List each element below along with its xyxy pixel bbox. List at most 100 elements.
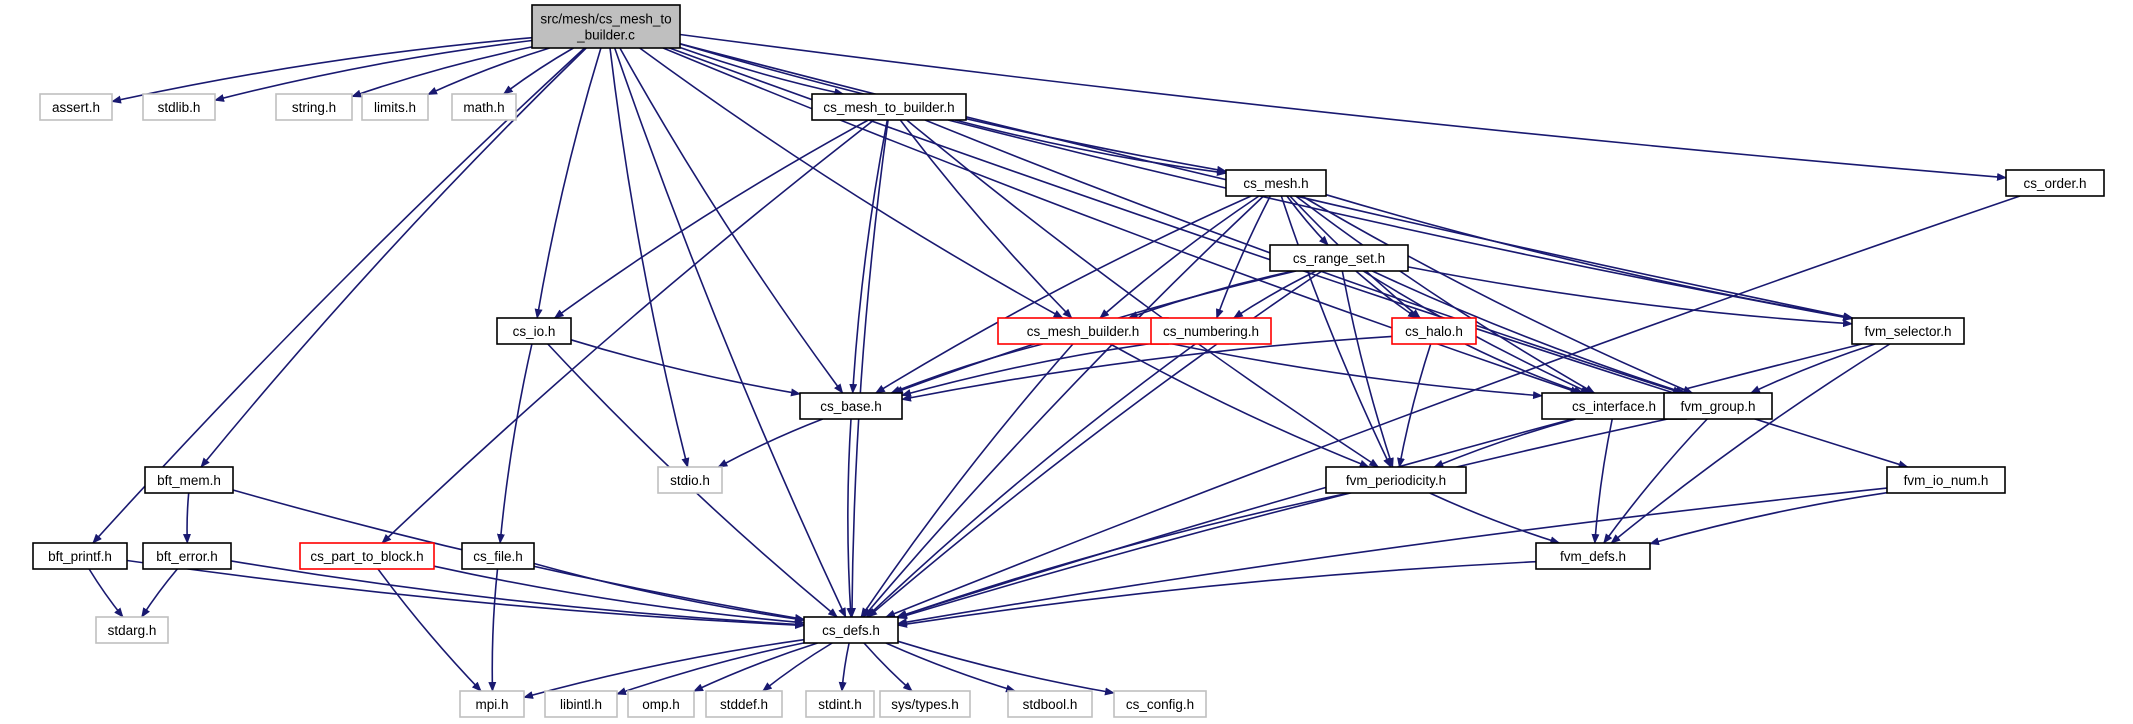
node-stddef-label: stddef.h: [720, 697, 768, 712]
edge-root-to-base: [619, 47, 844, 394]
node-group-box: [1663, 392, 1773, 420]
node-assert: assert.h: [39, 93, 113, 121]
edge-mesh-to-periodicity: [1280, 195, 1392, 468]
edge-group-to-fvmdefs: [1603, 418, 1708, 544]
node-fvmdefs[interactable]: fvm_defs.h: [1535, 542, 1651, 570]
node-bftmem-box: [144, 466, 234, 494]
node-rangeset[interactable]: cs_range_set.h: [1269, 244, 1409, 272]
edge-mtb-to-csdefs: [847, 119, 889, 618]
node-mpi-box: [459, 690, 525, 718]
edge-root-to-mtb: [679, 46, 845, 97]
edges-layer: [88, 33, 2021, 699]
edge-root-to-math: [502, 47, 574, 95]
edge-mtb-to-ptb: [381, 119, 875, 544]
node-root-label-1: src/mesh/cs_mesh_to: [540, 12, 671, 27]
edge-mesh-to-meshbuilder: [1099, 195, 1260, 319]
node-bftprintf[interactable]: bft_printf.h: [32, 542, 128, 570]
node-omp-box: [627, 690, 695, 718]
node-base[interactable]: cs_base.h: [799, 392, 903, 420]
node-io[interactable]: cs_io.h: [496, 317, 572, 345]
node-bftmem-label: bft_mem.h: [157, 473, 221, 488]
edge-fvmdefs-to-csdefs: [897, 560, 1537, 628]
node-io-label: cs_io.h: [513, 324, 556, 339]
node-ptb[interactable]: cs_part_to_block.h: [299, 542, 435, 570]
edge-ptb-to-mpi: [377, 568, 482, 692]
edge-csdefs-to-stdbool: [885, 642, 1016, 693]
node-mesh-box: [1225, 169, 1327, 197]
edge-periodicity-to-fvmdefs: [1429, 492, 1561, 545]
edge-root-to-string: [351, 46, 533, 98]
node-numbering-label: cs_numbering.h: [1163, 324, 1259, 339]
edge-numbering-to-csdefs: [865, 343, 1196, 618]
node-omp: omp.h: [627, 690, 695, 718]
edge-interface-to-periodicity: [1433, 418, 1576, 468]
edge-root-to-order: [679, 33, 2007, 181]
node-selector[interactable]: fvm_selector.h: [1851, 317, 1965, 345]
node-bfterror[interactable]: bft_error.h: [142, 542, 232, 570]
edge-file-to-csdefs: [533, 562, 805, 623]
node-string-label: string.h: [292, 100, 336, 115]
node-stddef-box: [705, 690, 783, 718]
node-order[interactable]: cs_order.h: [2005, 169, 2105, 197]
node-csconfig-box: [1113, 690, 1207, 718]
node-omp-label: omp.h: [642, 697, 680, 712]
edge-mtb-to-io: [553, 119, 869, 319]
node-mtb[interactable]: cs_mesh_to_builder.h: [811, 93, 967, 121]
edge-group-to-csdefs: [897, 418, 1668, 620]
node-mtb-label: cs_mesh_to_builder.h: [823, 100, 954, 115]
edge-root-to-meshbuilder: [639, 47, 1064, 319]
node-halo[interactable]: cs_halo.h: [1391, 317, 1477, 345]
node-root[interactable]: src/mesh/cs_mesh_to_builder.c: [531, 4, 681, 49]
edge-periodicity-to-csdefs: [897, 492, 1349, 618]
edge-mtb-to-base: [849, 119, 889, 394]
edge-file-to-mpi: [488, 568, 499, 692]
edge-bfterror-to-csdefs: [230, 560, 805, 629]
edge-root-to-limits: [427, 47, 550, 96]
node-mesh[interactable]: cs_mesh.h: [1225, 169, 1327, 197]
node-csconfig: cs_config.h: [1113, 690, 1207, 718]
edge-io-to-base: [570, 339, 801, 397]
node-group[interactable]: fvm_group.h: [1663, 392, 1773, 420]
node-stdlib: stdlib.h: [142, 93, 216, 121]
node-ionum[interactable]: fvm_io_num.h: [1886, 466, 2006, 494]
node-stdint: stdint.h: [805, 690, 875, 718]
node-csdefs[interactable]: cs_defs.h: [803, 616, 899, 644]
edge-meshbuilder-to-base: [890, 343, 1043, 394]
node-file[interactable]: cs_file.h: [461, 542, 535, 570]
node-stdarg-box: [95, 616, 169, 644]
edge-meshbuilder-to-periodicity: [1109, 343, 1370, 468]
nodes-layer: src/mesh/cs_mesh_to_builder.c assert.h std…: [32, 4, 2105, 718]
edge-selector-to-group: [1749, 343, 1876, 394]
node-limits-label: limits.h: [374, 100, 416, 115]
edge-rangeset-to-group: [1371, 270, 1686, 395]
node-interface[interactable]: cs_interface.h: [1541, 392, 1687, 420]
edge-mesh-to-group: [1301, 195, 1694, 394]
edge-mesh-to-rangeset: [1286, 195, 1329, 246]
edge-root-to-stdlib: [214, 39, 533, 102]
node-bfterror-label: bft_error.h: [156, 549, 218, 564]
edge-root-to-io: [534, 47, 602, 319]
edge-csdefs-to-libintl: [616, 642, 805, 695]
node-libintl-box: [544, 690, 618, 718]
edge-csdefs-to-stdint: [838, 642, 850, 692]
node-mesh-label: cs_mesh.h: [1243, 176, 1308, 191]
node-periodicity[interactable]: fvm_periodicity.h: [1325, 466, 1467, 494]
node-assert-label: assert.h: [52, 100, 100, 115]
node-bftmem[interactable]: bft_mem.h: [144, 466, 234, 494]
node-meshbuilder[interactable]: cs_mesh_builder.h: [997, 317, 1169, 345]
edge-halo-to-interface: [1464, 343, 1584, 394]
edge-bftmem-to-bfterror: [182, 492, 191, 544]
node-mtb-box: [811, 93, 967, 121]
node-meshbuilder-box: [997, 317, 1169, 345]
node-stdbool-box: [1007, 690, 1093, 718]
node-numbering[interactable]: cs_numbering.h: [1150, 317, 1272, 345]
node-systypes: sys/types.h: [879, 690, 971, 718]
node-math: math.h: [451, 93, 517, 121]
node-io-box: [496, 317, 572, 345]
edge-root-to-csdefs: [613, 47, 847, 618]
node-stdio-label: stdio.h: [670, 473, 710, 488]
node-mpi-label: mpi.h: [475, 697, 508, 712]
edge-csdefs-to-stddef: [762, 642, 833, 692]
node-stdlib-box: [142, 93, 216, 121]
node-stdbool-label: stdbool.h: [1023, 697, 1078, 712]
